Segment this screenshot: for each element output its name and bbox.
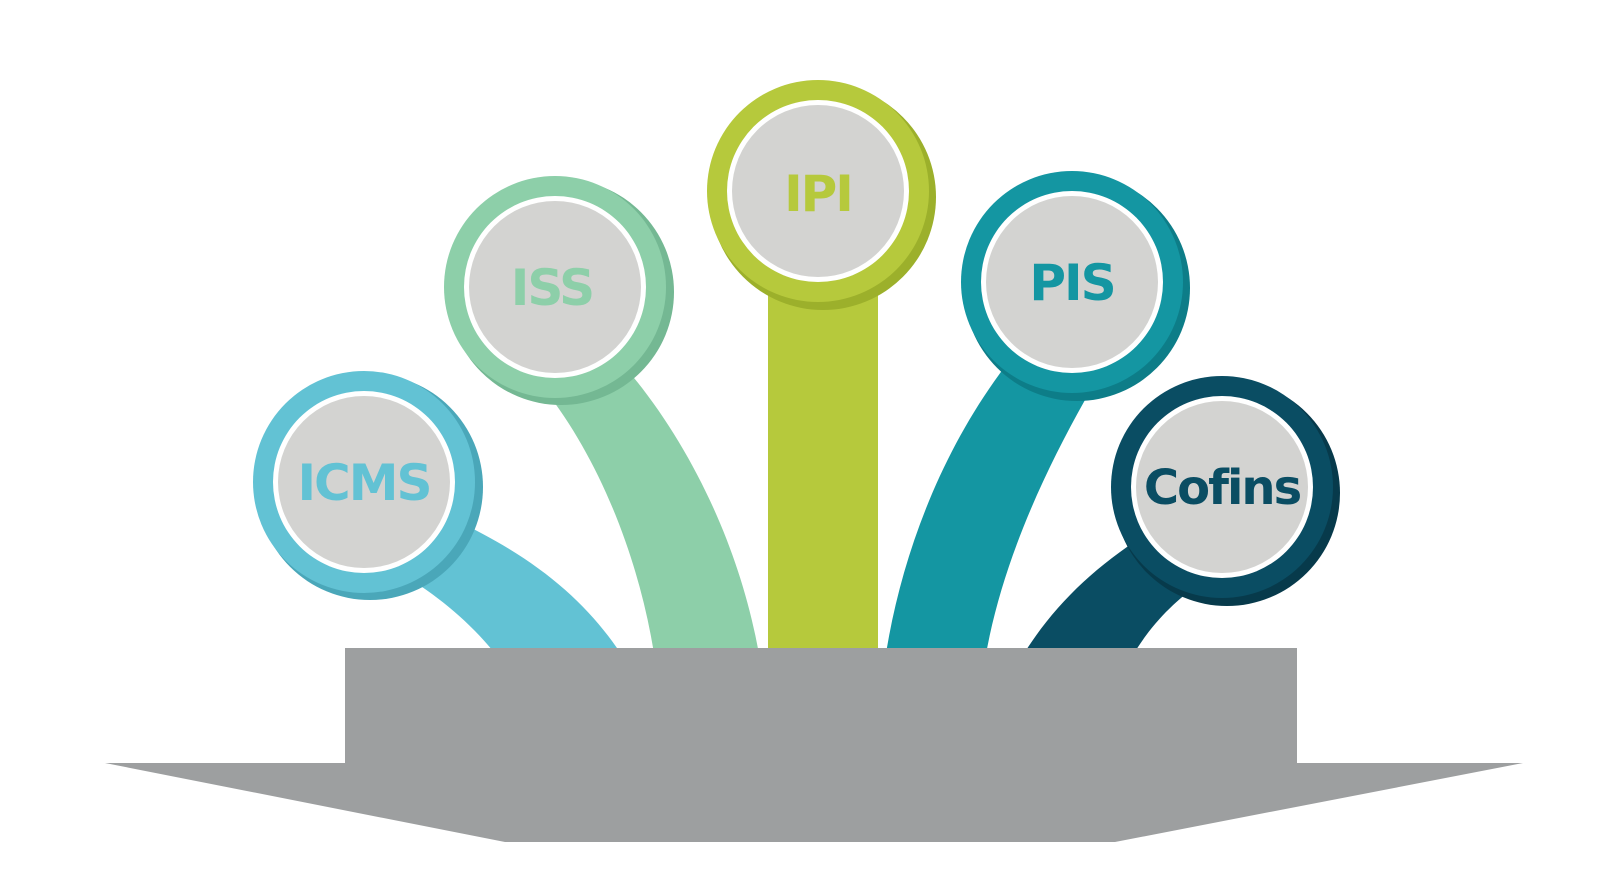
circle-cofins: Cofins bbox=[1111, 376, 1340, 606]
circle-ipi: IPI bbox=[707, 80, 936, 310]
circle-pis: PIS bbox=[961, 171, 1190, 401]
stem-iss bbox=[545, 340, 760, 660]
label-pis: PIS bbox=[1029, 254, 1114, 312]
stem-pis bbox=[885, 360, 1085, 660]
stem-ipi bbox=[768, 260, 878, 660]
base-block bbox=[345, 648, 1297, 763]
circles: ICMS ISS IPI PIS bbox=[253, 80, 1340, 606]
base-arrow bbox=[105, 648, 1523, 842]
label-cofins: Cofins bbox=[1144, 460, 1301, 516]
base-arrow-head bbox=[105, 763, 1523, 842]
label-icms: ICMS bbox=[297, 454, 430, 512]
circle-icms: ICMS bbox=[253, 371, 483, 600]
label-ipi: IPI bbox=[784, 165, 852, 223]
label-iss: ISS bbox=[511, 259, 593, 317]
circle-iss: ISS bbox=[444, 176, 674, 405]
